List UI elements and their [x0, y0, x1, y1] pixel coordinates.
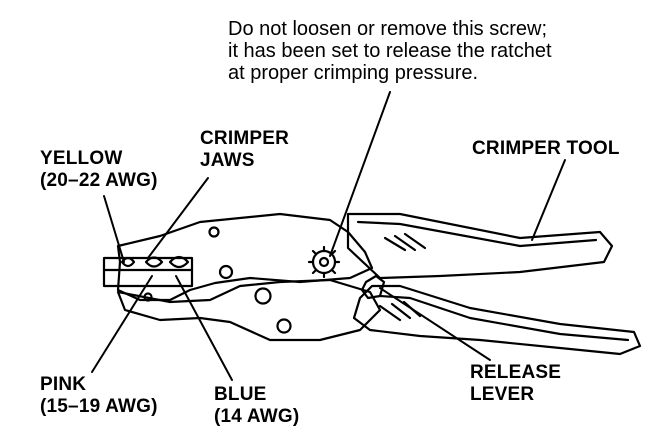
cavity-yellow — [120, 256, 136, 268]
rivet-mid — [218, 264, 234, 280]
label-crimper-jaws: CRIMPER JAWS — [200, 128, 289, 172]
label-crimper-jaws-line2: JAWS — [200, 150, 255, 171]
leader-yellow — [103, 195, 125, 263]
rivet-upper — [208, 226, 220, 238]
label-blue: BLUE (14 AWG) — [214, 384, 299, 428]
gear-teeth — [307, 245, 341, 279]
label-crimper-jaws-line1: CRIMPER — [200, 128, 290, 149]
pivot-lower — [276, 318, 292, 334]
label-yellow: YELLOW (20–22 AWG) — [40, 148, 158, 192]
lower-handle — [352, 284, 642, 356]
cavity-pink — [144, 256, 164, 268]
label-pink-name: PINK — [40, 374, 87, 395]
upper-handle — [346, 212, 614, 280]
label-pink-gauge: (15–19 AWG) — [40, 396, 158, 417]
lower-handle-inner — [378, 294, 630, 342]
label-crimper-tool: CRIMPER TOOL — [472, 138, 620, 159]
leader-crimper-jaws — [147, 177, 209, 259]
pivot-center — [254, 287, 272, 305]
screw-warning-note: Do not loosen or remove this screw; it h… — [228, 18, 552, 84]
label-release-lever-line1: RELEASE — [470, 362, 562, 383]
upper-grip-lines — [383, 232, 427, 252]
leader-note-screw — [329, 91, 391, 257]
label-blue-name: BLUE — [214, 384, 267, 405]
leader-pink — [91, 275, 153, 373]
note-line-1: Do not loosen or remove this screw; — [228, 18, 548, 40]
release-lever — [360, 274, 386, 300]
upper-handle-inner — [356, 220, 598, 248]
label-yellow-name: YELLOW — [40, 148, 123, 169]
jaw-block — [102, 256, 194, 288]
label-yellow-gauge: (20–22 AWG) — [40, 170, 158, 191]
leader-blue — [175, 275, 233, 381]
note-line-2: it has been set to release the ratchet — [228, 40, 552, 62]
rivet-jaw — [143, 292, 153, 302]
adjust-gear-hub — [318, 256, 330, 268]
note-line-3: at proper crimping pressure. — [228, 62, 479, 84]
label-release-lever: RELEASE LEVER — [470, 362, 561, 406]
label-pink: PINK (15–19 AWG) — [40, 374, 158, 418]
leader-release-lever — [379, 287, 491, 361]
label-release-lever-line2: LEVER — [470, 384, 535, 405]
label-blue-gauge: (14 AWG) — [214, 406, 300, 427]
leader-crimper-tool — [531, 159, 566, 241]
lower-frame — [116, 278, 382, 342]
cavity-blue — [168, 255, 190, 269]
